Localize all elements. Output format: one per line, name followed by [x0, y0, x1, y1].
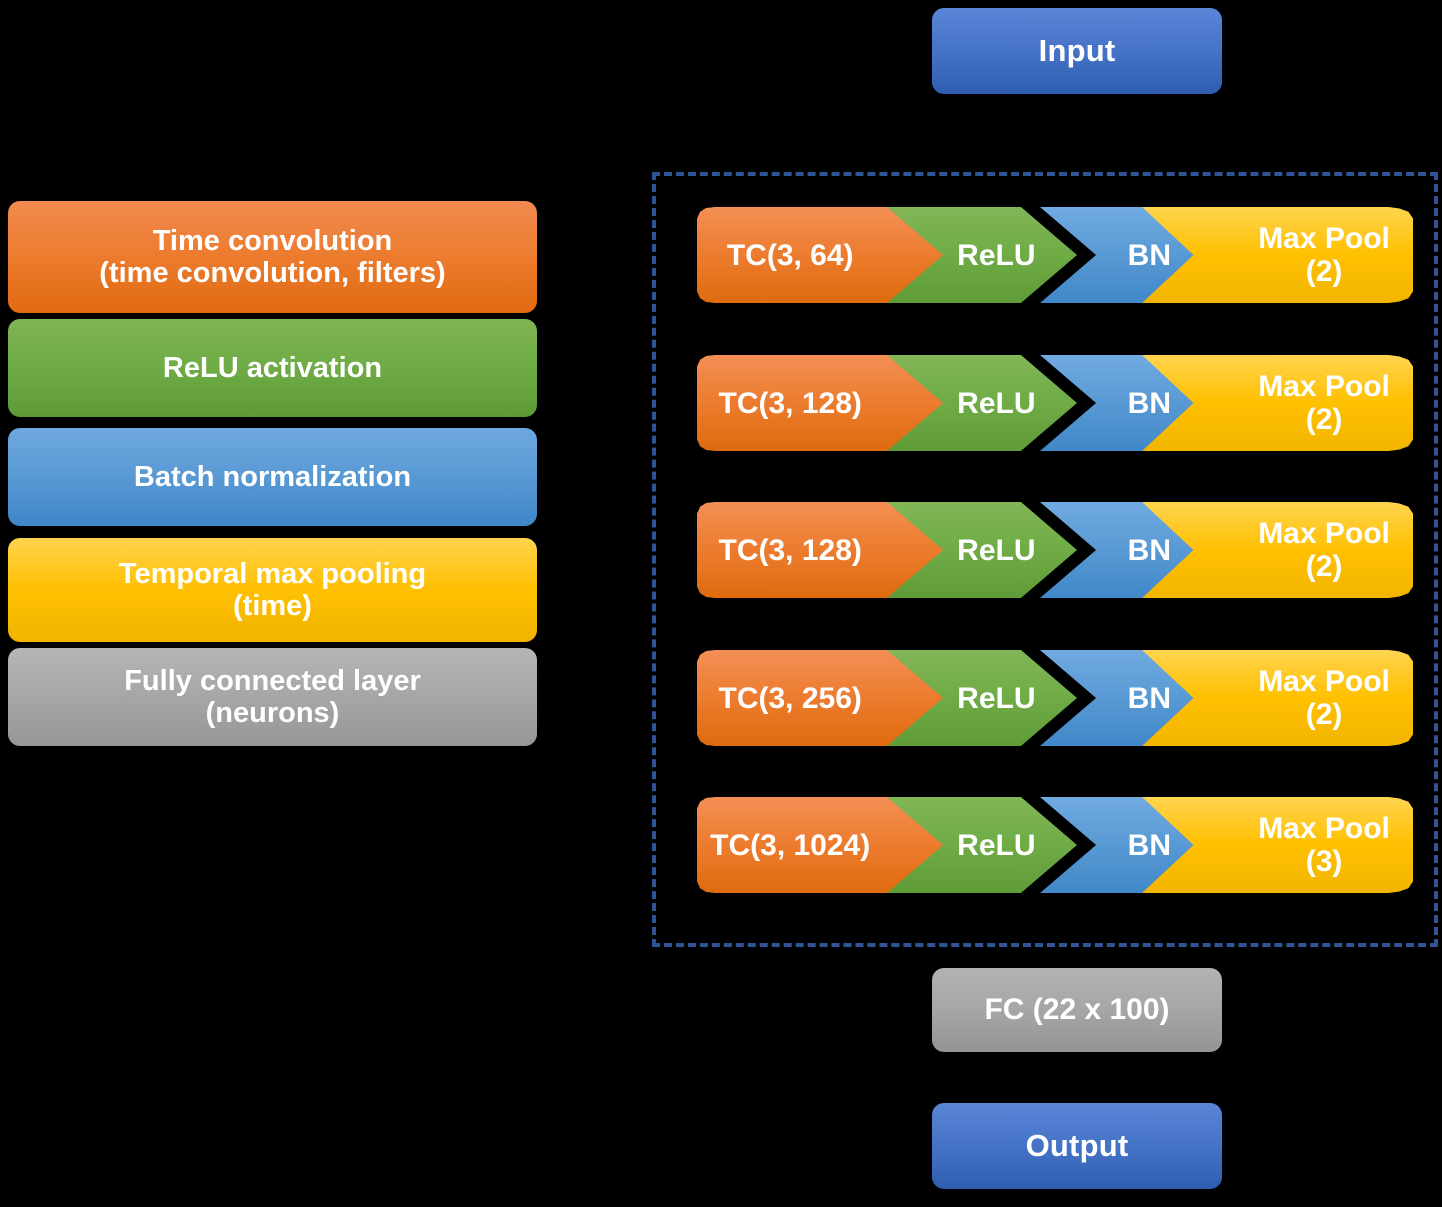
output-block: Output	[932, 1103, 1222, 1189]
pipeline-dashed-container	[652, 172, 1438, 947]
conv-label: TC(3, 256)	[718, 681, 862, 715]
legend-label-batch-normalization: Batch normalization	[133, 460, 412, 493]
legend-item-time-convolution: Time convolution (time convolution, filt…	[8, 201, 537, 313]
conv-label: TC(3, 64)	[726, 238, 854, 272]
batchnorm-label: BN	[1127, 533, 1171, 567]
legend-line1: Time convolution	[152, 224, 393, 257]
maxpool-line1: Max Pool	[1258, 665, 1390, 698]
legend-label-time-convolution: Time convolution (time convolution, filt…	[99, 225, 445, 290]
maxpool-label: Max Pool (2)	[1258, 222, 1390, 288]
fully-connected-block: FC (22 x 100)	[932, 968, 1222, 1052]
legend-line2: (time convolution, filters)	[99, 257, 446, 289]
legend-line2: (neurons)	[205, 697, 340, 729]
activation-label: ReLU	[957, 386, 1036, 420]
pipeline-row: TC(3, 128) ReLU BN Max Pool (2)	[697, 502, 1413, 598]
pipeline-row: TC(3, 64) ReLU BN Max Pool (2)	[697, 207, 1413, 303]
batchnorm-label: BN	[1127, 386, 1171, 420]
maxpool-line2: (2)	[1305, 255, 1343, 288]
legend-label-temporal-max-pooling: Temporal max pooling (time)	[119, 558, 426, 623]
maxpool-label: Max Pool (2)	[1258, 665, 1390, 731]
conv-label: TC(3, 128)	[718, 533, 862, 567]
legend-line2: (time)	[233, 590, 312, 622]
legend-item-relu-activation: ReLU activation	[8, 319, 537, 417]
activation-label: ReLU	[957, 828, 1036, 862]
pipeline-row: TC(3, 128) ReLU BN Max Pool (2)	[697, 355, 1413, 451]
maxpool-label: Max Pool (2)	[1258, 370, 1390, 436]
legend-line1: Fully connected layer	[124, 664, 421, 697]
maxpool-line2: (2)	[1305, 403, 1343, 436]
legend-label-fully-connected-layer: Fully connected layer (neurons)	[124, 665, 421, 730]
pipeline-row: TC(3, 256) ReLU BN Max Pool (2)	[697, 650, 1413, 746]
output-label: Output	[1025, 1127, 1129, 1163]
input-label: Input	[1038, 32, 1116, 68]
activation-label: ReLU	[957, 533, 1036, 567]
input-block: Input	[932, 8, 1222, 94]
maxpool-label: Max Pool (2)	[1258, 517, 1390, 583]
pipeline-row: TC(3, 1024) ReLU BN Max Pool (3)	[697, 797, 1413, 893]
batchnorm-label: BN	[1127, 238, 1171, 272]
maxpool-line1: Max Pool	[1258, 370, 1390, 403]
fc-label: FC (22 x 100)	[984, 993, 1170, 1027]
legend-label-relu-activation: ReLU activation	[162, 351, 383, 384]
maxpool-segment: Max Pool (2)	[1142, 650, 1413, 746]
conv-label: TC(3, 1024)	[710, 828, 871, 862]
maxpool-line2: (2)	[1305, 698, 1343, 731]
conv-label: TC(3, 128)	[718, 386, 862, 420]
legend-line1: Temporal max pooling	[118, 557, 427, 590]
batchnorm-label: BN	[1127, 681, 1171, 715]
maxpool-line1: Max Pool	[1258, 812, 1390, 845]
activation-label: ReLU	[957, 238, 1036, 272]
maxpool-line2: (2)	[1305, 550, 1343, 583]
batchnorm-label: BN	[1127, 828, 1171, 862]
maxpool-line1: Max Pool	[1258, 222, 1390, 255]
activation-label: ReLU	[957, 681, 1036, 715]
maxpool-line2: (3)	[1305, 845, 1343, 878]
maxpool-label: Max Pool (3)	[1258, 812, 1390, 878]
legend-item-temporal-max-pooling: Temporal max pooling (time)	[8, 538, 537, 642]
legend-item-batch-normalization: Batch normalization	[8, 428, 537, 526]
legend-item-fully-connected-layer: Fully connected layer (neurons)	[8, 648, 537, 746]
maxpool-line1: Max Pool	[1258, 517, 1390, 550]
